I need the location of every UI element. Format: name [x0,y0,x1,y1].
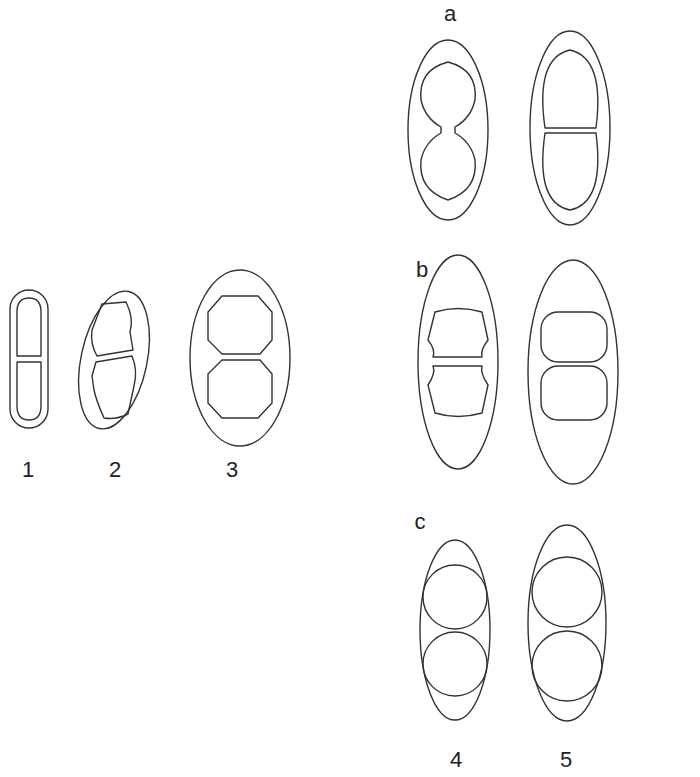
group-letter: a [444,3,456,25]
spore-cell [428,309,488,358]
figure-number: 3 [226,459,238,481]
spore-cell [208,296,272,354]
figure-number: 2 [109,459,121,481]
spore-cell [92,356,136,419]
spore-cell [543,133,598,210]
spore-wall [10,290,48,428]
spore-cell [532,631,602,701]
spore-wall [408,40,488,220]
spore-cell [428,366,488,417]
spore-cell [17,362,41,420]
spore-wall [420,540,490,720]
spore-cell [421,62,476,200]
group-letter: c [415,511,426,533]
spore-cell [92,302,133,356]
spore-cell [208,360,272,418]
spore-cell [543,50,598,128]
spore-cell [532,557,602,627]
figure-number: 5 [560,749,572,771]
spore-cell [541,366,607,420]
spore-wall [190,270,290,446]
spore-wall [418,255,498,469]
figure-number: 1 [22,459,34,481]
figure-number: 4 [450,749,462,771]
spore-cell [541,312,607,362]
spore-cell [423,632,487,696]
spore-wall [528,260,618,484]
group-letter: b [416,259,428,281]
spore-cell [17,298,41,356]
spore-wall [530,31,610,225]
spore-wall [528,525,606,721]
spore-wall [67,285,161,436]
spore-cell [423,565,487,629]
